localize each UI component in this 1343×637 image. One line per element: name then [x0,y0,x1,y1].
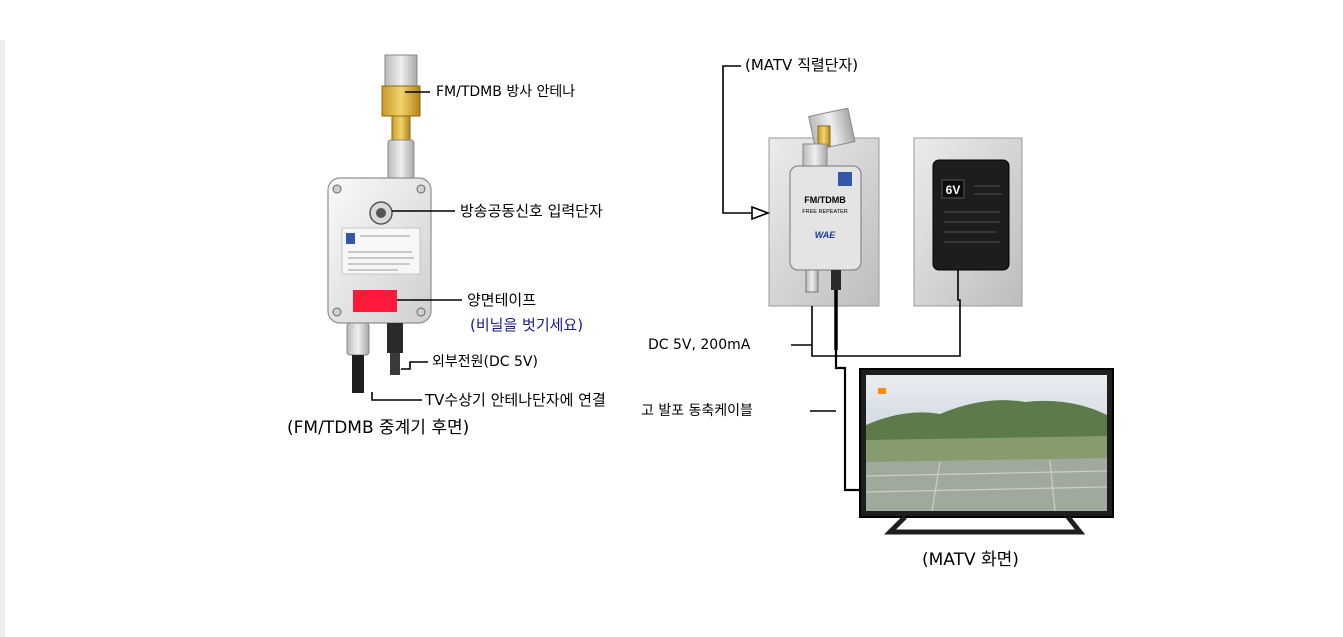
tv-stand [883,515,1086,535]
input-terminal-label: 방송공동신호 입력단자 [460,202,603,220]
coax-cable-label: 고 발포 동축케이블 [641,403,753,419]
tv-output-cable [352,355,364,393]
antenna-base [381,85,421,117]
repeater-caption: (FM/TDMB 중계기 후면) [287,418,470,438]
matv-coupler [802,143,828,167]
screw-icon [332,307,342,317]
double-sided-tape [353,290,397,312]
repeater-brand-mark: WAE [815,230,836,240]
left-edge-bar [0,40,5,637]
tv-connect-label: TV수상기 안테나단자에 연결 [425,391,606,409]
tv-monitor [859,368,1114,535]
right-wiring-lines [722,65,961,492]
antenna-label: FM/TDMB 방사 안테나 [436,84,576,100]
matv-power-plug [831,270,841,290]
matv-antenna-connector [817,125,831,147]
input-connector-center [376,208,386,218]
tv-screen-village [866,436,1107,462]
tape-note-label: (비닐을 벗기세요) [470,316,584,334]
power-adapter [932,159,1010,271]
repeater-logo-icon [838,172,852,186]
tv-channel-badge [878,388,886,394]
brand-logo-icon [346,233,355,244]
adapter-label-lines [944,185,1002,243]
matv-installation-illustration: FM/TDMB FREE REPEATER WAE 6V [768,107,1023,307]
tape-label: 양면테이프 [467,291,537,309]
repeater-front-title: FM/TDMB [804,195,846,205]
external-power-label: 외부전원(DC 5V) [432,354,538,370]
screw-icon [416,307,426,317]
matv-terminal-label: (MATV 직렬단자) [745,56,859,74]
matv-tv-connector [805,269,819,293]
adapter-voltage-text: 6V [946,183,961,197]
tv-screen-field-lines [865,459,1108,512]
repeater-front-subtitle: FREE REPEATER [802,209,847,215]
matv-repeater-body [789,165,862,271]
dc-power-label: DC 5V, 200mA [648,337,751,353]
repeater-rear-illustration [327,54,432,393]
tv-output-connector [346,322,370,356]
antenna-coupler [387,139,415,181]
adapter-voltage-badge [941,179,965,199]
antenna-connector [391,115,411,141]
screw-icon [332,184,342,194]
label-text-lines [348,235,414,271]
left-leader-lines [371,91,462,401]
tv-screen-fields [866,458,1107,511]
screw-icon [416,184,426,194]
matv-caption: (MATV 화면) [922,550,1019,570]
power-plug-ridges [390,353,400,375]
power-plug [387,323,403,353]
